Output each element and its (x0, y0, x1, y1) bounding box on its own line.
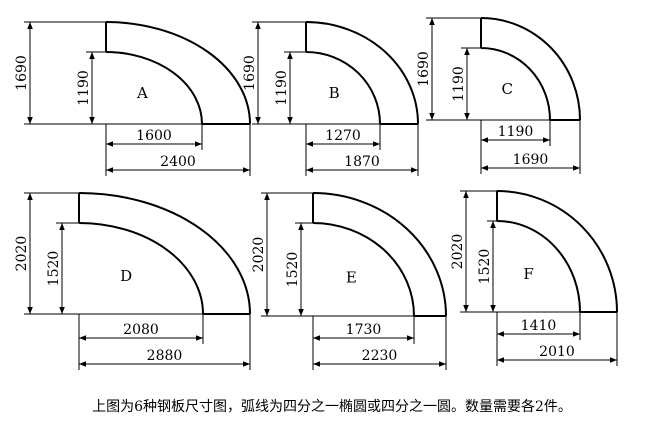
dim-outer-height: 1690 (242, 55, 258, 91)
inner-arc (496, 220, 581, 313)
dim-inner-width: 1730 (346, 322, 382, 338)
dim-inner-height: 1190 (451, 66, 467, 102)
inner-arc (480, 47, 551, 121)
outer-arc (305, 21, 419, 125)
panel-e: 2020 1520 1730 2230 E (251, 192, 447, 370)
dim-outer-height: 2020 (450, 234, 466, 270)
outer-arc (105, 21, 251, 125)
dim-inner-height: 1190 (76, 70, 92, 106)
outer-arc (78, 192, 251, 315)
panel-f: 2020 1520 1410 2010 F (450, 190, 618, 366)
dim-outer-width: 2400 (160, 154, 196, 170)
panel-label: D (120, 267, 132, 285)
dim-outer-width: 1870 (344, 154, 380, 170)
outer-arc (496, 190, 618, 313)
dim-outer-height: 1690 (416, 51, 432, 87)
inner-arc (105, 51, 203, 125)
dim-outer-width: 2010 (539, 344, 575, 360)
dim-inner-width: 2080 (123, 322, 159, 338)
inner-arc (312, 222, 415, 317)
dim-inner-width: 1190 (498, 124, 534, 140)
dim-outer-width: 2880 (147, 348, 183, 364)
panel-label: C (501, 80, 512, 98)
dim-outer-height: 2020 (251, 237, 267, 273)
inner-arc (305, 51, 381, 125)
dim-outer-height: 1690 (14, 55, 30, 91)
dim-outer-width: 2230 (362, 348, 398, 364)
inner-arc (78, 222, 204, 315)
dim-inner-height: 1190 (274, 70, 290, 106)
outer-arc (312, 192, 447, 317)
dim-inner-height: 1520 (285, 252, 301, 288)
panel-a: 1690 1190 1600 2400 A (14, 21, 251, 176)
dim-inner-width: 1600 (136, 128, 172, 144)
dim-inner-width: 1270 (325, 128, 361, 144)
dim-outer-width: 1690 (513, 152, 549, 168)
caption: 上图为6种钢板尺寸图，弧线为四分之一椭圆或四分之一圆。数量需要各2件。 (92, 399, 572, 415)
dim-outer-height: 2020 (14, 236, 30, 272)
panel-b: 1690 1190 1270 1870 B (242, 21, 419, 176)
dim-inner-height: 1520 (46, 251, 62, 287)
panel-label: E (346, 269, 357, 287)
panel-label: F (523, 265, 533, 283)
dim-inner-height: 1520 (477, 249, 493, 285)
dim-inner-width: 1410 (521, 318, 557, 334)
panel-label: A (136, 84, 148, 102)
panel-d: 2020 1520 2080 2880 D (14, 192, 251, 370)
outer-arc (480, 17, 581, 121)
panel-label: B (329, 84, 340, 102)
